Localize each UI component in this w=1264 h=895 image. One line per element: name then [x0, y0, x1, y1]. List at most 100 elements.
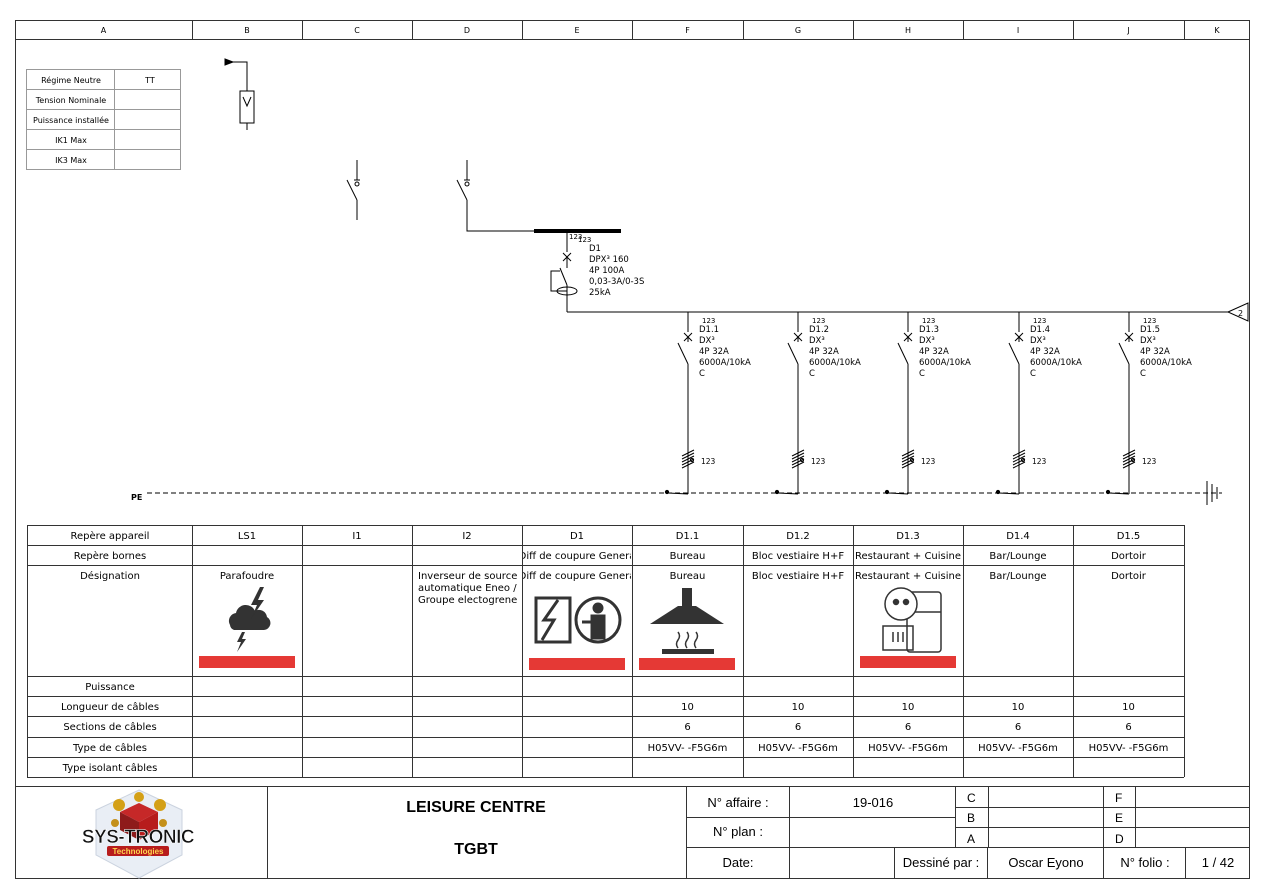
cell-repere: D1.3 — [896, 531, 920, 542]
column-letter: A — [101, 26, 107, 35]
info-label: Régime Neutre — [41, 75, 101, 85]
circuit-1 — [664, 312, 695, 495]
main-breaker-line: 4P 100A — [589, 266, 624, 276]
cell-type: H05VV- -F5G6m — [978, 743, 1058, 754]
cell-longueur: 10 — [1012, 702, 1025, 713]
circuit-breaker-line: DX³ — [919, 336, 935, 346]
circuit-4 — [995, 312, 1026, 495]
pe-label: PE — [131, 493, 142, 502]
cable-terminals: 123 — [1032, 457, 1047, 466]
row-label: Désignation — [80, 570, 140, 582]
cell-section: 6 — [1015, 722, 1021, 733]
circuit-breaker-line: 6000A/10kA — [1140, 358, 1192, 368]
circuit-breaker-line: 4P 32A — [809, 347, 839, 357]
date-label: Date: — [722, 855, 753, 870]
designation-text: Bar/Lounge — [989, 571, 1046, 582]
folio-value: 1 / 42 — [1202, 855, 1235, 870]
drawing-subtitle: TGBT — [454, 841, 498, 858]
project-title: LEISURE CENTRE — [406, 799, 546, 816]
category-bar — [529, 658, 625, 670]
circuit-breaker-line: 6000A/10kA — [919, 358, 971, 368]
company-logo — [95, 789, 183, 879]
range-hood-icon — [650, 588, 724, 654]
designation-text: Dortoir — [1111, 571, 1147, 582]
revision-D: D — [1115, 832, 1124, 846]
title-block — [267, 787, 1250, 878]
affaire-value: 19-016 — [853, 795, 893, 810]
cell-repere: I1 — [352, 531, 361, 542]
cable-terminals: 123 — [1142, 457, 1157, 466]
info-label: Tension Nominale — [35, 96, 107, 105]
column-letter: G — [795, 26, 801, 35]
distribution-bus — [567, 302, 1249, 322]
cable-terminals: 123 — [921, 457, 936, 466]
earth-symbol — [1206, 481, 1218, 505]
cell-repere: D1.1 — [676, 531, 700, 542]
cell-bornes: Bureau — [670, 551, 706, 562]
designation-text: Bloc vestiaire H+F — [752, 571, 844, 582]
circuit-breaker-line: C — [1030, 369, 1036, 379]
cell-bornes: Restaurant + Cuisine — [855, 551, 961, 562]
circuit-terminals: 123 — [1143, 317, 1156, 325]
info-label: IK3 Max — [55, 156, 87, 165]
row-label: Sections de câbles — [63, 721, 156, 733]
cell-section: 6 — [795, 722, 801, 733]
circuit-breaker-line: D1.2 — [809, 325, 829, 335]
row-label: Type isolant câbles — [62, 762, 158, 774]
cell-section: 6 — [1125, 722, 1131, 733]
cell-bornes: Diff de coupure Genera — [519, 551, 636, 562]
continuation-reference: 2 — [1238, 309, 1243, 318]
column-letter: F — [685, 26, 690, 35]
cell-longueur: 10 — [902, 702, 915, 713]
cell-repere: D1.5 — [1117, 531, 1141, 542]
cell-bornes: Dortoir — [1111, 551, 1147, 562]
cell-type: H05VV- -F5G6m — [1089, 743, 1169, 754]
circuit-3 — [884, 312, 915, 495]
designation-text: Restaurant + Cuisine — [855, 571, 961, 582]
table-column-I1: I1 — [352, 531, 361, 542]
circuit-breaker-line: D1.3 — [919, 325, 939, 335]
row-label: Repère bornes — [74, 550, 146, 562]
column-letter: C — [354, 26, 360, 35]
switch-I1-symbol — [346, 160, 360, 220]
cell-repere: D1.2 — [786, 531, 810, 542]
logo-text: SYS-TRONIC — [82, 827, 195, 848]
cell-repere: D1.4 — [1006, 531, 1030, 542]
circuit-terminals: 123 — [702, 317, 715, 325]
circuit-2 — [774, 312, 805, 495]
row-label: Repère appareil — [71, 530, 150, 542]
cable-terminals: 123 — [811, 457, 826, 466]
cell-type: H05VV- -F5G6m — [648, 743, 728, 754]
cell-section: 6 — [684, 722, 690, 733]
main-breaker-line: DPX³ 160 — [589, 255, 629, 265]
cell-longueur: 10 — [792, 702, 805, 713]
designation-text: Bureau — [670, 571, 706, 582]
circuit-breaker-line: C — [1140, 369, 1146, 379]
cable-terminals: 123 — [701, 457, 716, 466]
dessine-value: Oscar Eyono — [1008, 855, 1083, 870]
circuit-breaker-line: D1.4 — [1030, 325, 1050, 335]
switch-I2-symbol — [456, 160, 534, 232]
circuit-breaker-line: 6000A/10kA — [809, 358, 861, 368]
row-label: Type de câbles — [72, 742, 147, 754]
dessine-label: Dessiné par : — [903, 855, 980, 870]
circuit-breaker-line: DX³ — [699, 336, 715, 346]
circuit-terminals: 123 — [812, 317, 825, 325]
cell-longueur: 10 — [1122, 702, 1135, 713]
circuit-breaker-line: D1.1 — [699, 325, 719, 335]
info-label: IK1 Max — [55, 136, 87, 145]
designation-text: Diff de coupure Genera — [519, 571, 636, 582]
category-bar — [639, 658, 735, 670]
revision-C: C — [967, 791, 976, 805]
main-terminals-b: 123 — [578, 236, 591, 244]
